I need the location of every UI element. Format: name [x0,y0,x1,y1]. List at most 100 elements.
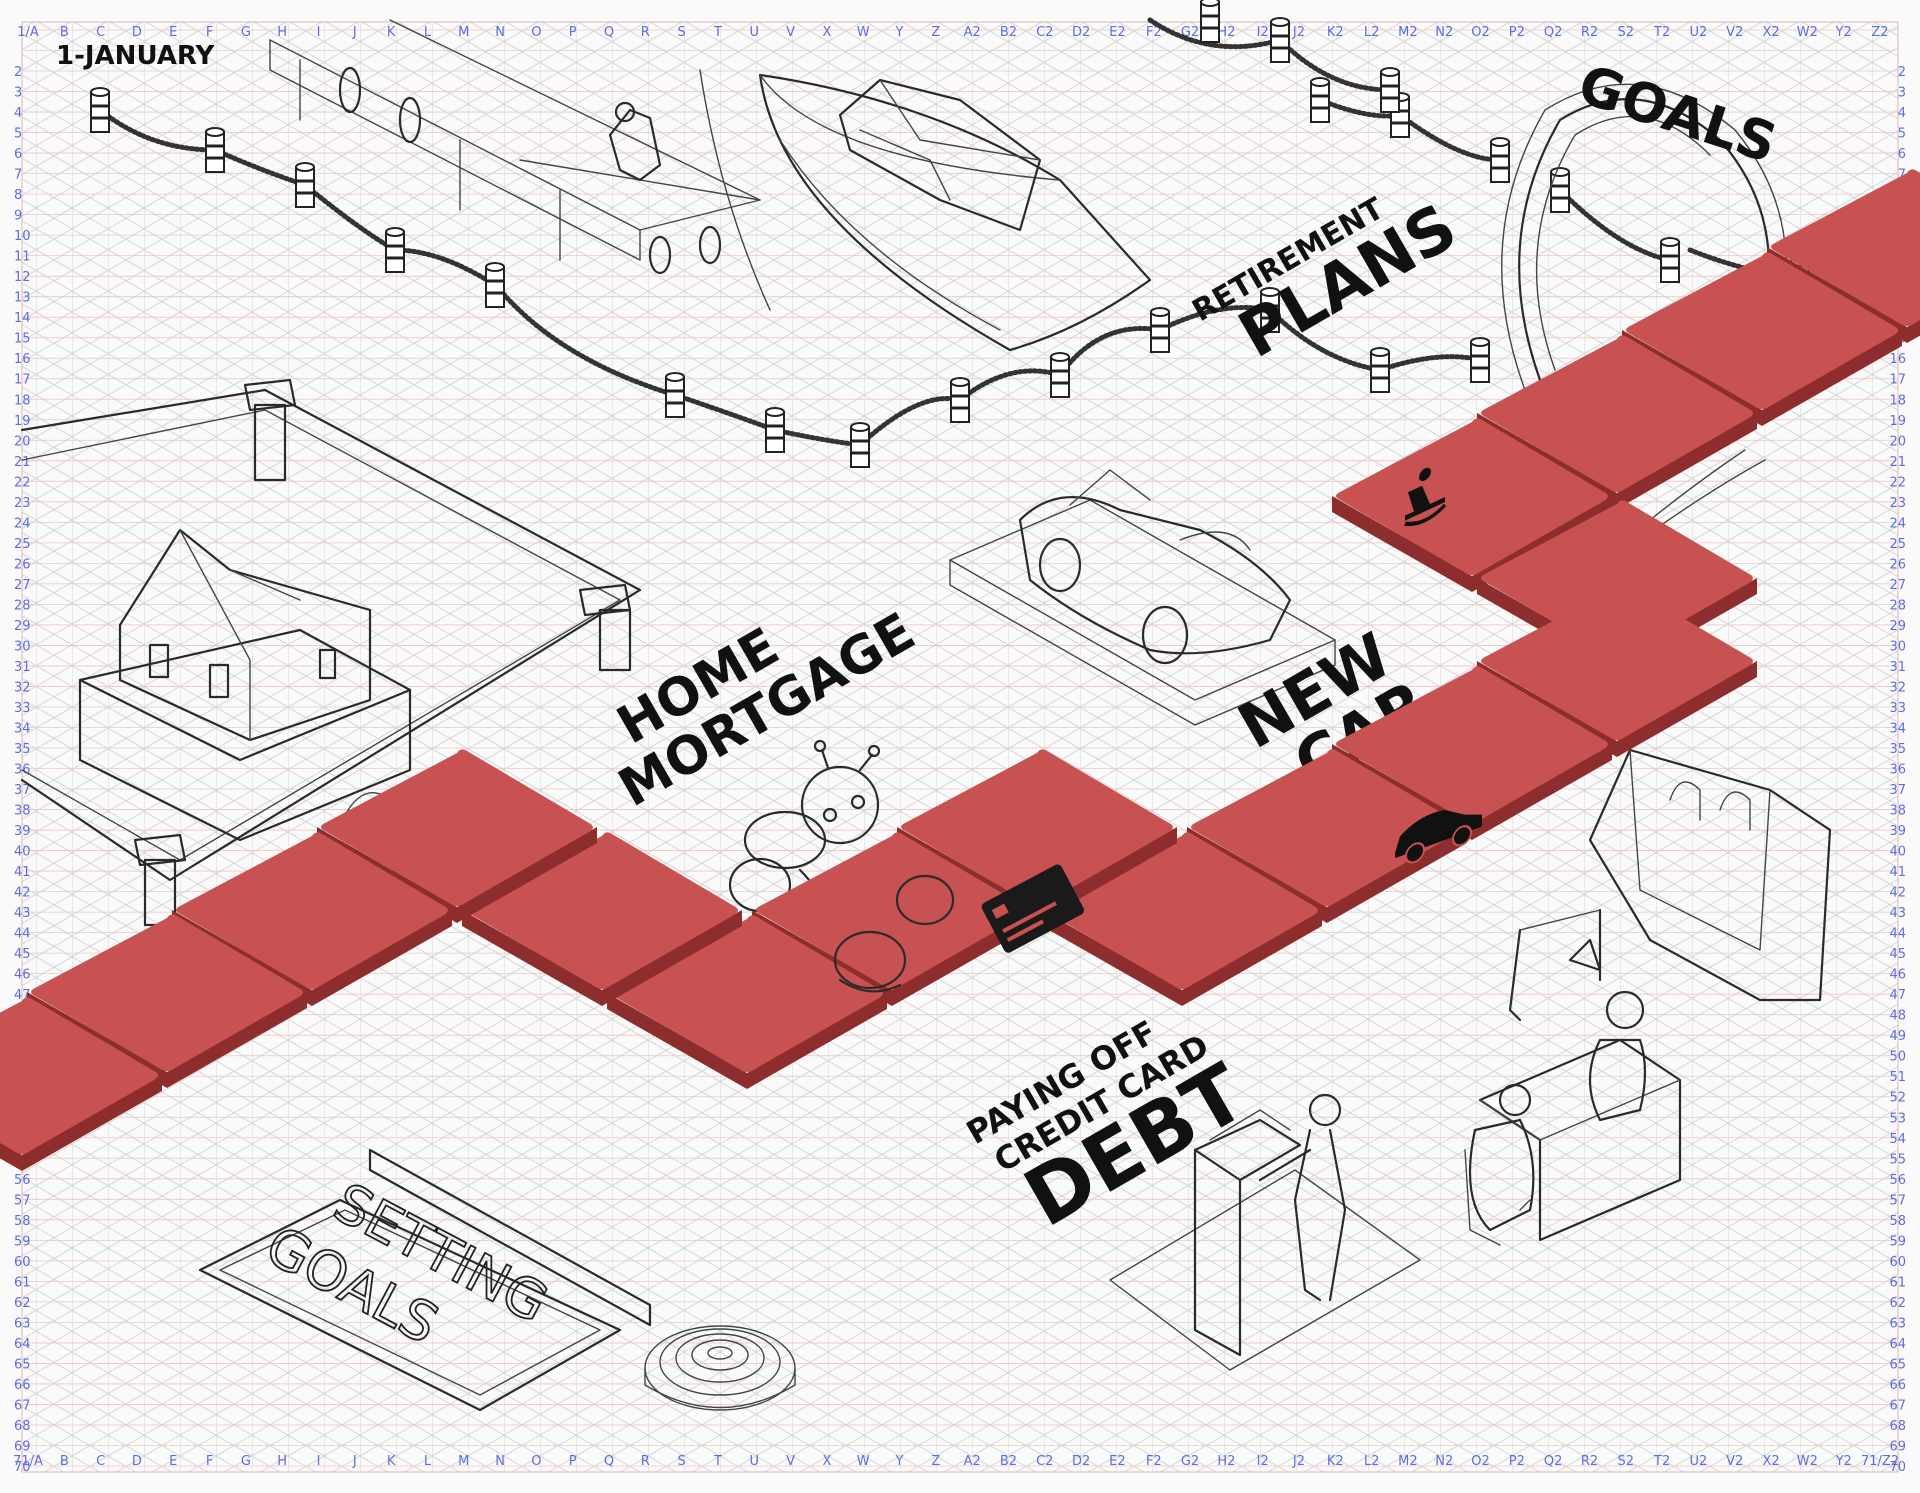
row-label: 5 [1898,127,1906,142]
row-label: 29 [14,619,31,634]
column-label: M2 [1398,1454,1418,1469]
dock-post [850,422,870,468]
column-label: Q2 [1544,25,1563,40]
row-label: 48 [1889,1009,1906,1024]
row-label: 6 [14,147,22,162]
column-label: Q [604,25,614,40]
row-label: 28 [14,598,31,613]
row-label: 12 [14,270,31,285]
column-label: D [132,1454,142,1469]
column-label: B2 [1000,25,1017,40]
row-label: 68 [1889,1419,1906,1434]
column-label: M [458,25,469,40]
dock-post [1380,67,1400,113]
column-label: I [317,1454,321,1469]
column-label: L2 [1364,25,1380,40]
column-label: X2 [1762,1454,1779,1469]
row-label: 33 [14,701,31,716]
row-label: 55 [1889,1152,1906,1167]
row-label: 2 [1898,65,1906,80]
column-label: J2 [1292,25,1305,40]
column-label: T2 [1653,25,1670,40]
row-label: 36 [1889,763,1906,778]
path-tile [1042,832,1322,1006]
boat-sketch [758,73,1152,352]
column-label: V [786,25,795,40]
row-label: 58 [14,1214,31,1229]
row-label: 54 [1889,1132,1906,1147]
row-label: 50 [1889,1050,1906,1065]
row-label: 46 [1889,968,1906,983]
column-label: T [713,1454,722,1469]
column-label: P2 [1509,25,1525,40]
row-label: 25 [14,537,31,552]
row-label: 70 [1889,1460,1906,1475]
row-label: 69 [1889,1439,1906,1454]
row-label: 63 [14,1316,31,1331]
column-label: H2 [1217,1454,1235,1469]
column-label: R [641,1454,650,1469]
dock-post [1150,307,1170,353]
column-label: E2 [1109,25,1126,40]
column-label: B [60,1454,69,1469]
column-label: F [206,1454,213,1469]
dock-post [1370,347,1390,393]
dock-post [485,262,505,308]
column-label: O [531,1454,541,1469]
column-label: D2 [1072,1454,1090,1469]
column-label: U2 [1690,1454,1708,1469]
column-label: J [352,1454,357,1469]
dock-post [765,407,785,453]
row-label: 11 [14,250,31,265]
row-label: 23 [14,496,31,511]
row-label: 24 [1889,516,1906,531]
row-label: 47 [1889,988,1906,1003]
bank-desk-sketch [1464,990,1682,1246]
row-label: 7 [14,168,22,183]
path-tile [607,915,887,1089]
row-label: 18 [1889,393,1906,408]
column-label: R [641,25,650,40]
dock-post [90,87,110,133]
row-label: 8 [14,188,22,203]
column-label: I2 [1257,25,1269,40]
column-label: C [96,25,105,40]
column-label: U [750,25,760,40]
row-label: 43 [14,906,31,921]
row-label: 19 [14,414,31,429]
row-label: 23 [1889,496,1906,511]
column-label: N [495,25,505,40]
row-label: 66 [1889,1378,1906,1393]
column-label: G [241,25,251,40]
row-label: 42 [14,886,31,901]
column-label: S [678,25,686,40]
column-label: C2 [1036,25,1053,40]
row-label: 61 [1889,1275,1906,1290]
column-label: A2 [964,25,981,40]
column-label: J2 [1292,1454,1305,1469]
column-label: H2 [1217,25,1235,40]
credit-card-icon [981,864,1084,953]
column-label: P [569,1454,577,1469]
row-label: 43 [1889,906,1906,921]
row-label: 60 [14,1255,31,1270]
column-label: G2 [1181,1454,1199,1469]
row-label: 32 [14,680,31,695]
row-label: 16 [1889,352,1906,367]
row-label: 34 [14,721,31,736]
column-label: L [424,1454,432,1469]
column-label: W [857,1454,870,1469]
scribble-sketch [833,874,955,993]
row-label: 64 [14,1337,31,1352]
column-label: 1/A [17,25,39,40]
row-label: 45 [14,947,31,962]
column-label: S [678,1454,686,1469]
column-label: W2 [1797,25,1818,40]
row-label: 3 [14,86,22,101]
column-label: L2 [1364,1454,1380,1469]
row-label: 40 [14,845,31,860]
row-label: 63 [1889,1316,1906,1331]
row-label: 2 [14,65,22,80]
column-label: Z [931,1454,940,1469]
